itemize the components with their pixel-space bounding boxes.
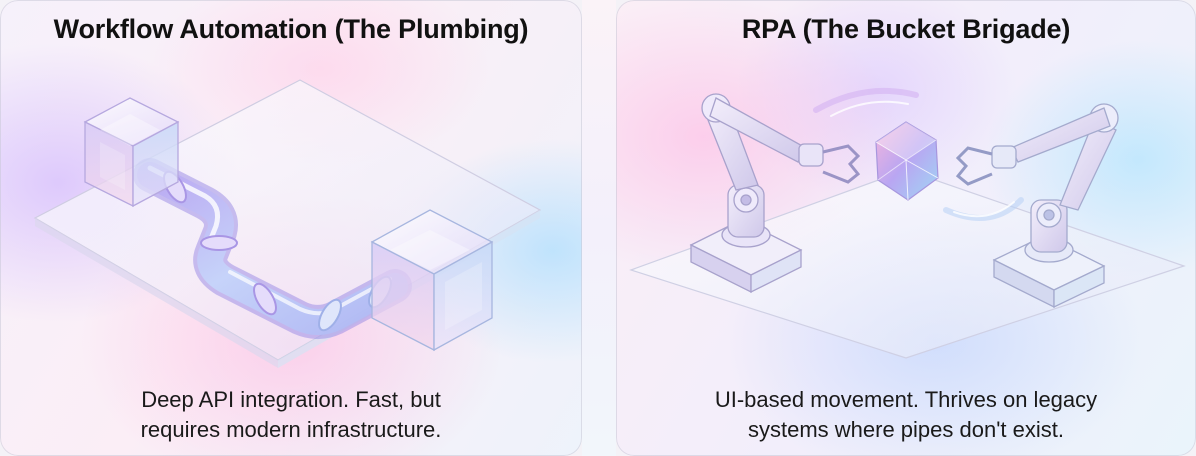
source-cube: [83, 97, 180, 208]
destination-cube: [370, 209, 494, 352]
rpa-caption-line1: UI-based movement. Thrives on legacy: [714, 387, 1098, 412]
right-robot-arm: [955, 103, 1119, 309]
workflow-caption-line2: requires modern infrastructure.: [140, 417, 442, 442]
left-robot-arm: [689, 93, 861, 294]
workflow-automation-title: Workflow Automation (The Plumbing): [53, 14, 529, 44]
rpa-panel: RPA (The Bucket Brigade): [616, 0, 1196, 456]
workflow-caption-line1: Deep API integration. Fast, but: [141, 387, 441, 412]
rpa-title: RPA (The Bucket Brigade): [741, 14, 1071, 44]
robot-arms-with-gem-icon: [629, 87, 1186, 359]
base-plate: [629, 169, 1186, 359]
workflow-automation-panel: Workflow Automation (The Plumbing): [0, 0, 582, 456]
panel-divider: [582, 0, 616, 456]
gem-icon: [875, 121, 939, 201]
rpa-caption-line2: systems where pipes don't exist.: [747, 417, 1064, 442]
pipeline-with-cubes-icon: [33, 79, 542, 368]
pipe: [133, 158, 412, 339]
motion-trail: [813, 87, 1024, 221]
